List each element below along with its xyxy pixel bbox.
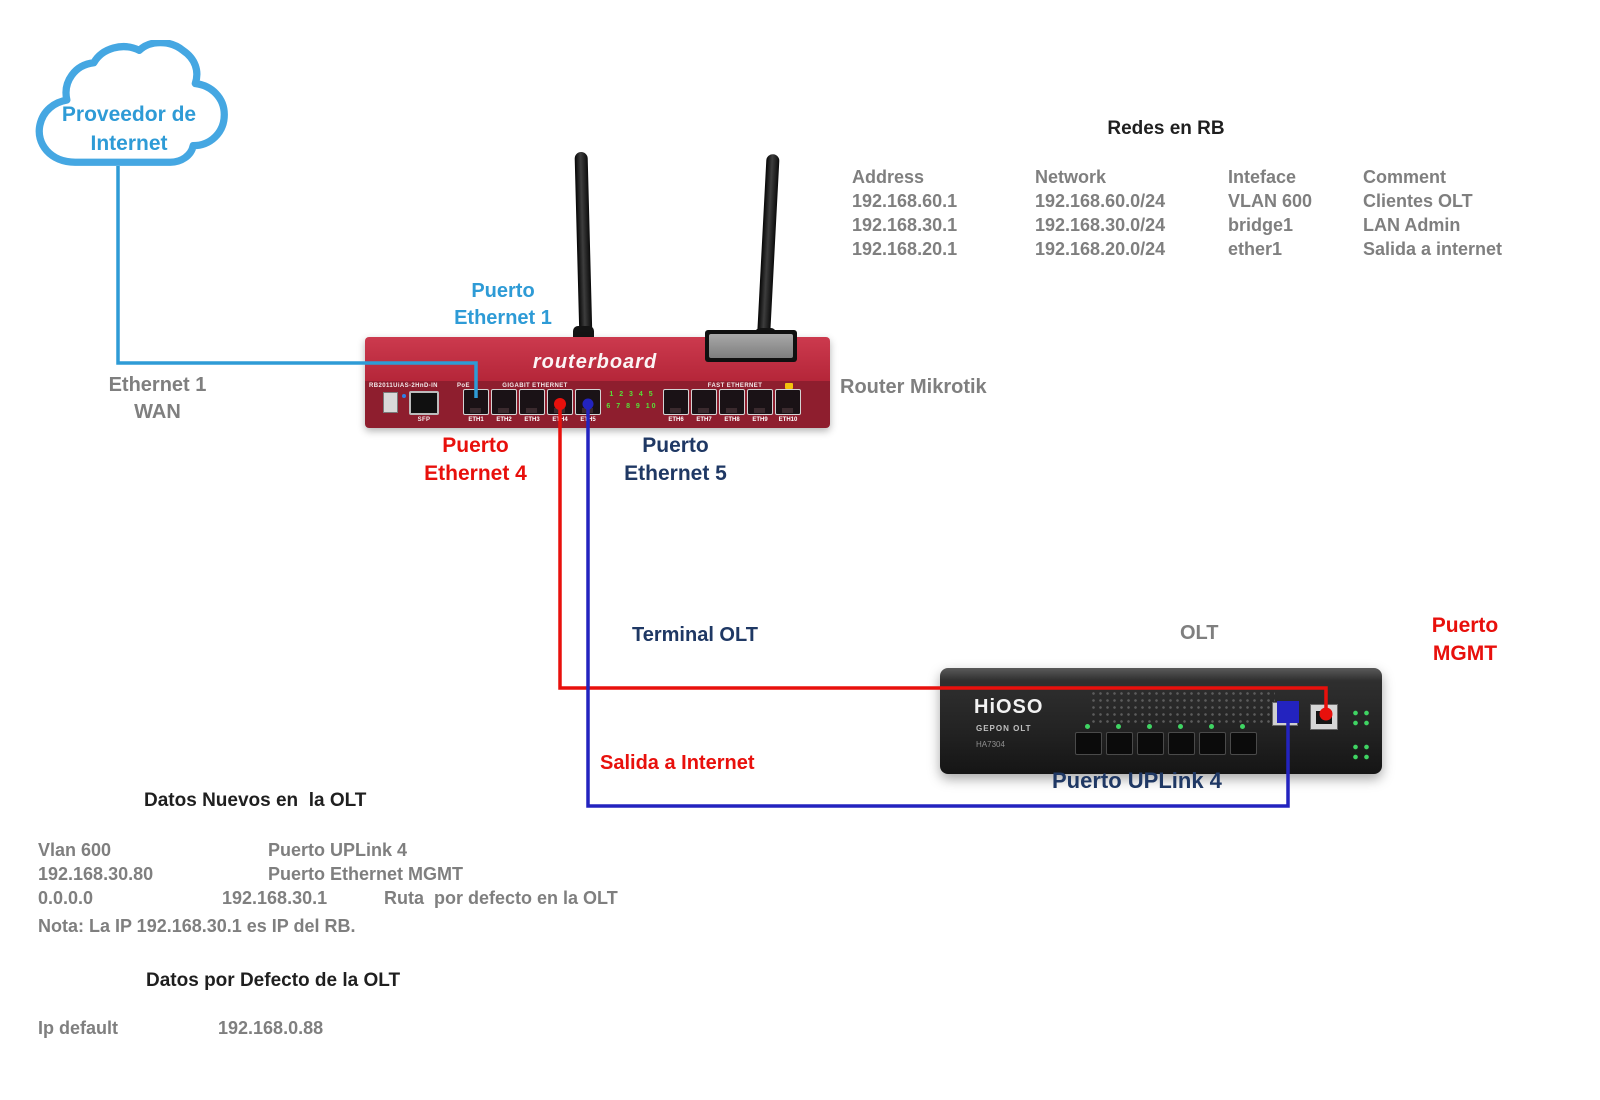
- cloud-icon: [35, 40, 228, 166]
- router-port-eth8: [719, 389, 745, 415]
- router-port-eth9: [747, 389, 773, 415]
- rb-cell: 192.168.20.1: [852, 239, 958, 259]
- port-label-eth9: ETH9: [752, 417, 768, 423]
- port-label-eth6: ETH6: [668, 417, 684, 423]
- datos-nuevos-uplink: Puerto UPLink 4: [268, 840, 408, 860]
- rb-col-interface: Inteface: [1228, 167, 1297, 187]
- olt-pon-port-4: [1168, 724, 1195, 755]
- puerto-mgmt-label: Puerto MGMT: [1431, 614, 1499, 666]
- router-caption: Router Mikrotik: [840, 376, 987, 398]
- port-label-eth10: ETH10: [778, 417, 798, 423]
- internet-cloud: Proveedor de Internet: [24, 40, 234, 185]
- status-led-blue: [402, 394, 406, 398]
- olt-pon-port-6: [1230, 724, 1257, 755]
- olt-vent-grid: [1090, 690, 1275, 724]
- rb-cell: 192.168.20.0/24: [1035, 239, 1166, 259]
- olt-pon-port-2: [1106, 724, 1133, 755]
- puerto-ethernet4-label: Puerto Ethernet 4: [424, 434, 527, 486]
- puerto-ethernet5-label: Puerto Ethernet 5: [624, 434, 727, 486]
- datos-nuevos-vlan: Vlan 600: [38, 840, 112, 860]
- rb-col-comment: Comment: [1363, 167, 1447, 187]
- rb-col-address: Address: [852, 167, 925, 187]
- datos-defecto-title: Datos por Defecto de la OLT: [146, 970, 401, 991]
- olt-device: HiOSO GEPON OLT HA7304: [940, 668, 1382, 774]
- olt-uplink4-port: [1272, 702, 1298, 726]
- datos-nuevos-nota: Nota: La IP 192.168.30.1 es IP del RB.: [38, 916, 356, 936]
- rb-cell: 192.168.30.0/24: [1035, 215, 1166, 235]
- router-front-panel: RB2011UiAS-2HnD-IN PoE GIGABIT ETHERNET …: [365, 381, 830, 428]
- router-port-eth4: [547, 389, 573, 415]
- datos-nuevos-mgmt: Puerto Ethernet MGMT: [268, 864, 464, 884]
- datos-nuevos-title: Datos Nuevos en la OLT: [144, 790, 367, 811]
- salida-internet-label: Salida a Internet: [600, 752, 755, 774]
- router-port-eth3: [519, 389, 545, 415]
- terminal-olt-label: Terminal OLT: [632, 624, 758, 646]
- rb-table: Address Network Inteface Comment 192.168…: [852, 165, 1543, 261]
- router-lcd-screen: [705, 330, 797, 362]
- router-port-eth5: [575, 389, 601, 415]
- puerto-ethernet1-label: Puerto Ethernet 1: [454, 280, 552, 329]
- port-label-eth8: ETH8: [724, 417, 740, 423]
- rb-cell: 192.168.30.1: [852, 215, 958, 235]
- rb-cell: Clientes OLT: [1363, 191, 1473, 211]
- rb-cell: 192.168.60.0/24: [1035, 191, 1166, 211]
- router-top-panel: routerboard: [365, 330, 830, 381]
- datos-nuevos-gateway: 192.168.30.1: [222, 888, 328, 908]
- rb-cell: Salida a internet: [1363, 239, 1503, 259]
- rb-cell: VLAN 600: [1228, 191, 1313, 211]
- router-port-eth6: [663, 389, 689, 415]
- datos-nuevos-default-route: 0.0.0.0: [38, 888, 94, 908]
- port-label-eth2: ETH2: [496, 417, 512, 423]
- port-label-eth3: ETH3: [524, 417, 540, 423]
- router-body: routerboard RB2011UiAS-2HnD-IN PoE GIGAB…: [365, 330, 830, 428]
- olt-caption: OLT: [1180, 622, 1219, 644]
- rb-cell: ether1: [1228, 239, 1283, 259]
- datos-nuevos-ruta-desc: Ruta por defecto en la OLT: [384, 888, 618, 908]
- led-numbers-row1: 1 2 3 4 5: [609, 391, 655, 398]
- port-label-eth7: ETH7: [696, 417, 712, 423]
- router-brand-text: routerboard: [532, 351, 658, 373]
- led-numbers-row2: 6 7 8 9 10: [606, 403, 658, 410]
- olt-series-text: GEPON OLT: [976, 724, 1032, 733]
- datos-nuevos-ip: 192.168.30.80: [38, 864, 154, 884]
- olt-pon-port-5: [1199, 724, 1226, 755]
- sfp-port: [409, 391, 439, 415]
- router-model-text: RB2011UiAS-2HnD-IN: [369, 383, 438, 389]
- olt-mgmt-port: [1310, 704, 1338, 730]
- cloud-shape: [35, 40, 228, 166]
- rb-cell: bridge1: [1228, 215, 1294, 235]
- olt-brand-text: HiOSO: [974, 696, 1044, 718]
- wan-label: Ethernet 1 WAN: [108, 374, 207, 423]
- router-port-eth7: [691, 389, 717, 415]
- rb-col-network: Network: [1035, 167, 1107, 187]
- router-port-eth10: [775, 389, 801, 415]
- olt-model-text: HA7304: [976, 740, 1005, 749]
- rb-table-title: Redes en RB: [1107, 118, 1225, 139]
- olt-status-leds: [1350, 742, 1372, 762]
- olt-status-leds: [1350, 708, 1372, 728]
- olt-pon-port-3: [1137, 724, 1164, 755]
- olt-pon-port-1: [1075, 724, 1102, 755]
- ip-default-label: Ip default: [38, 1018, 118, 1038]
- ip-default-value: 192.168.0.88: [218, 1018, 324, 1038]
- puerto-uplink4-label: Puerto UPLink 4: [1052, 768, 1222, 793]
- router-antenna-right: [757, 153, 780, 339]
- rb-cell: 192.168.60.1: [852, 191, 958, 211]
- sfp-port-label: SFP: [417, 417, 431, 423]
- router-gigabit-label: GIGABIT ETHERNET: [502, 383, 568, 389]
- rb-cell: LAN Admin: [1363, 215, 1461, 235]
- usb-port: [383, 392, 398, 413]
- router-port-eth2: [491, 389, 517, 415]
- router-led-panel: 1 2 3 4 5 6 7 8 9 10: [604, 389, 660, 416]
- port-label-eth4: ETH4: [552, 417, 568, 423]
- router-fast-label: FAST ETHERNET: [707, 383, 763, 389]
- router-lcd-display: [709, 334, 793, 358]
- port-label-eth1: ETH1: [468, 417, 484, 423]
- status-led-yellow: [785, 383, 793, 389]
- cloud-label: Proveedor de Internet: [61, 103, 197, 156]
- port-label-eth5: ETH5: [580, 417, 596, 423]
- router-port-eth1: [463, 389, 489, 415]
